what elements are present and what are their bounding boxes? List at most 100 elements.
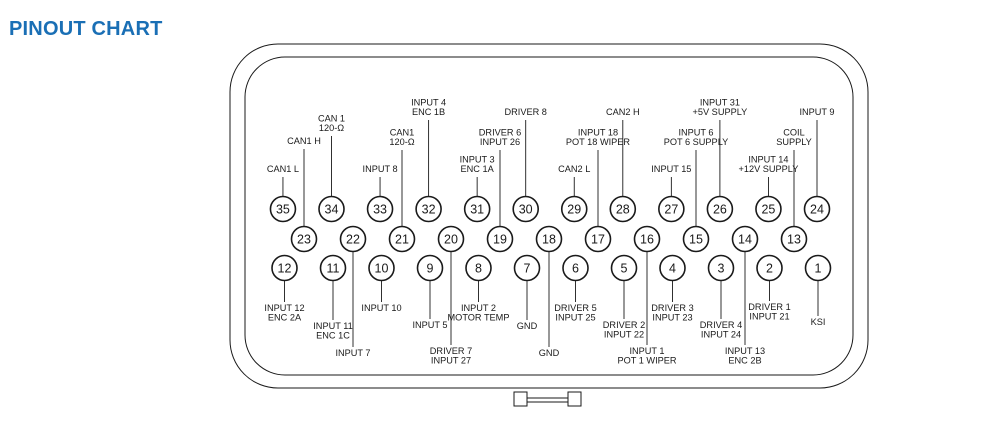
pin-circle-17 [584,225,612,253]
pin-number-12: 12 [278,262,292,276]
pin-34-label-line-1: CAN 1 [318,113,345,123]
pin-4: 4 [659,254,686,282]
pin-circle-30 [512,195,540,223]
pin-3: 3 [707,254,735,282]
pin-25-label-line-1: INPUT 14 [748,154,788,164]
pin-number-29: 29 [567,203,581,217]
pin-5: 5 [610,254,638,282]
pin-5-label-line-2: INPUT 22 [604,330,644,340]
pin-circle-2 [756,254,783,282]
pin-24: 24 [803,195,831,223]
pin-11-label-line-1: INPUT 11 [313,321,353,331]
pin-circle-3 [707,254,735,282]
pin-number-31: 31 [470,203,484,217]
pin-2: 2 [756,254,783,282]
pin-14: 14 [731,225,759,253]
pin-circle-27 [658,195,685,223]
pin-32-label-line-2: ENC 1B [412,107,445,117]
pin-number-13: 13 [787,233,801,247]
connector-housing [229,43,869,407]
pin-4-label-line-1: DRIVER 3 [651,303,693,313]
pin-number-24: 24 [810,203,824,217]
pin-circle-24 [803,195,831,223]
pin-circle-10 [368,254,395,282]
pin-circle-7 [513,254,541,282]
pin-23: 23 [290,225,318,253]
pin-circle-14 [731,225,759,253]
pin-22-label-line-1: INPUT 7 [335,348,370,358]
pin-number-21: 21 [395,233,409,247]
pin-1-label-line-1: KSI [811,317,826,327]
pin-8: 8 [465,254,492,282]
pin-16-label-line-2: POT 1 WIPER [617,356,676,366]
pin-number-3: 3 [718,262,725,276]
pin-13-label-line-1: COIL [783,127,804,137]
pin-number-6: 6 [572,262,579,276]
pin-22: 22 [339,225,367,253]
pin-6: 6 [562,254,589,282]
pin-13-label-line-2: SUPPLY [776,137,812,147]
pin-8-label-line-2: MOTOR TEMP [448,313,510,323]
pin-35: 35 [269,195,297,223]
pin-12: 12 [271,254,298,282]
pin-circle-5 [610,254,638,282]
pin-number-23: 23 [297,233,311,247]
pin-32: 32 [415,195,442,223]
pin-circle-32 [415,195,442,223]
pin-number-32: 32 [422,203,436,217]
pin-number-35: 35 [276,203,290,217]
pin-21-label-line-2: 120-Ω [389,137,414,147]
pin-number-34: 34 [325,203,339,217]
pin-26-label-line-2: +5V SUPPLY [693,107,748,117]
pin-2-label-line-1: DRIVER 1 [748,302,790,312]
pin-number-22: 22 [346,233,360,247]
pin-circle-6 [562,254,589,282]
pin-circle-33 [366,195,394,223]
pin-number-15: 15 [689,233,703,247]
pin-circle-16 [633,225,661,253]
pin-number-10: 10 [375,262,389,276]
pin-18: 18 [535,225,563,253]
pin-12-label-line-1: INPUT 12 [264,303,304,313]
pin-29-label-line-1: CAN2 L [558,164,590,174]
pin-20-label-line-2: INPUT 27 [431,356,471,366]
pin-1: 1 [804,254,832,282]
pin-21-label-line-1: CAN1 [390,127,415,137]
pin-17: 17 [584,225,612,253]
pin-number-18: 18 [542,233,556,247]
pin-16: 16 [633,225,661,253]
pin-number-19: 19 [493,233,507,247]
pin-32-label-line-1: INPUT 4 [411,97,446,107]
pin-3-label-line-1: DRIVER 4 [700,320,742,330]
pin-number-2: 2 [766,262,773,276]
pin-number-16: 16 [640,233,654,247]
pin-35-label-line-1: CAN1 L [267,164,299,174]
pin-14-label-line-1: INPUT 13 [725,346,765,356]
connector-outer-shell [229,43,869,389]
pin-33: 33 [366,195,394,223]
pin-number-33: 33 [373,203,387,217]
latch-right-tab [567,391,582,407]
pin-number-8: 8 [475,262,482,276]
pin-3-label-line-2: INPUT 24 [701,330,741,340]
pin-circle-1 [804,254,832,282]
page-title: PINOUT CHART [9,18,163,40]
pin-25: 25 [755,195,782,223]
pin-15: 15 [682,225,710,253]
pin-number-28: 28 [616,203,630,217]
pin-number-11: 11 [327,262,340,276]
pin-number-9: 9 [427,262,434,276]
pin-9: 9 [416,254,444,282]
pin-11: 11 [319,254,347,282]
pin-30-label-line-1: DRIVER 8 [505,107,547,117]
pin-7-label-line-1: GND [517,321,538,331]
pin-number-4: 4 [669,262,676,276]
pin-23-label-line-1: CAN1 H [287,136,321,146]
pin-circle-26 [706,195,734,223]
pin-31: 31 [463,195,491,223]
pin-18-label-line-1: GND [539,348,560,358]
pin-circle-31 [463,195,491,223]
pin-26-label-line-1: INPUT 31 [700,97,740,107]
pin-number-27: 27 [664,203,678,217]
